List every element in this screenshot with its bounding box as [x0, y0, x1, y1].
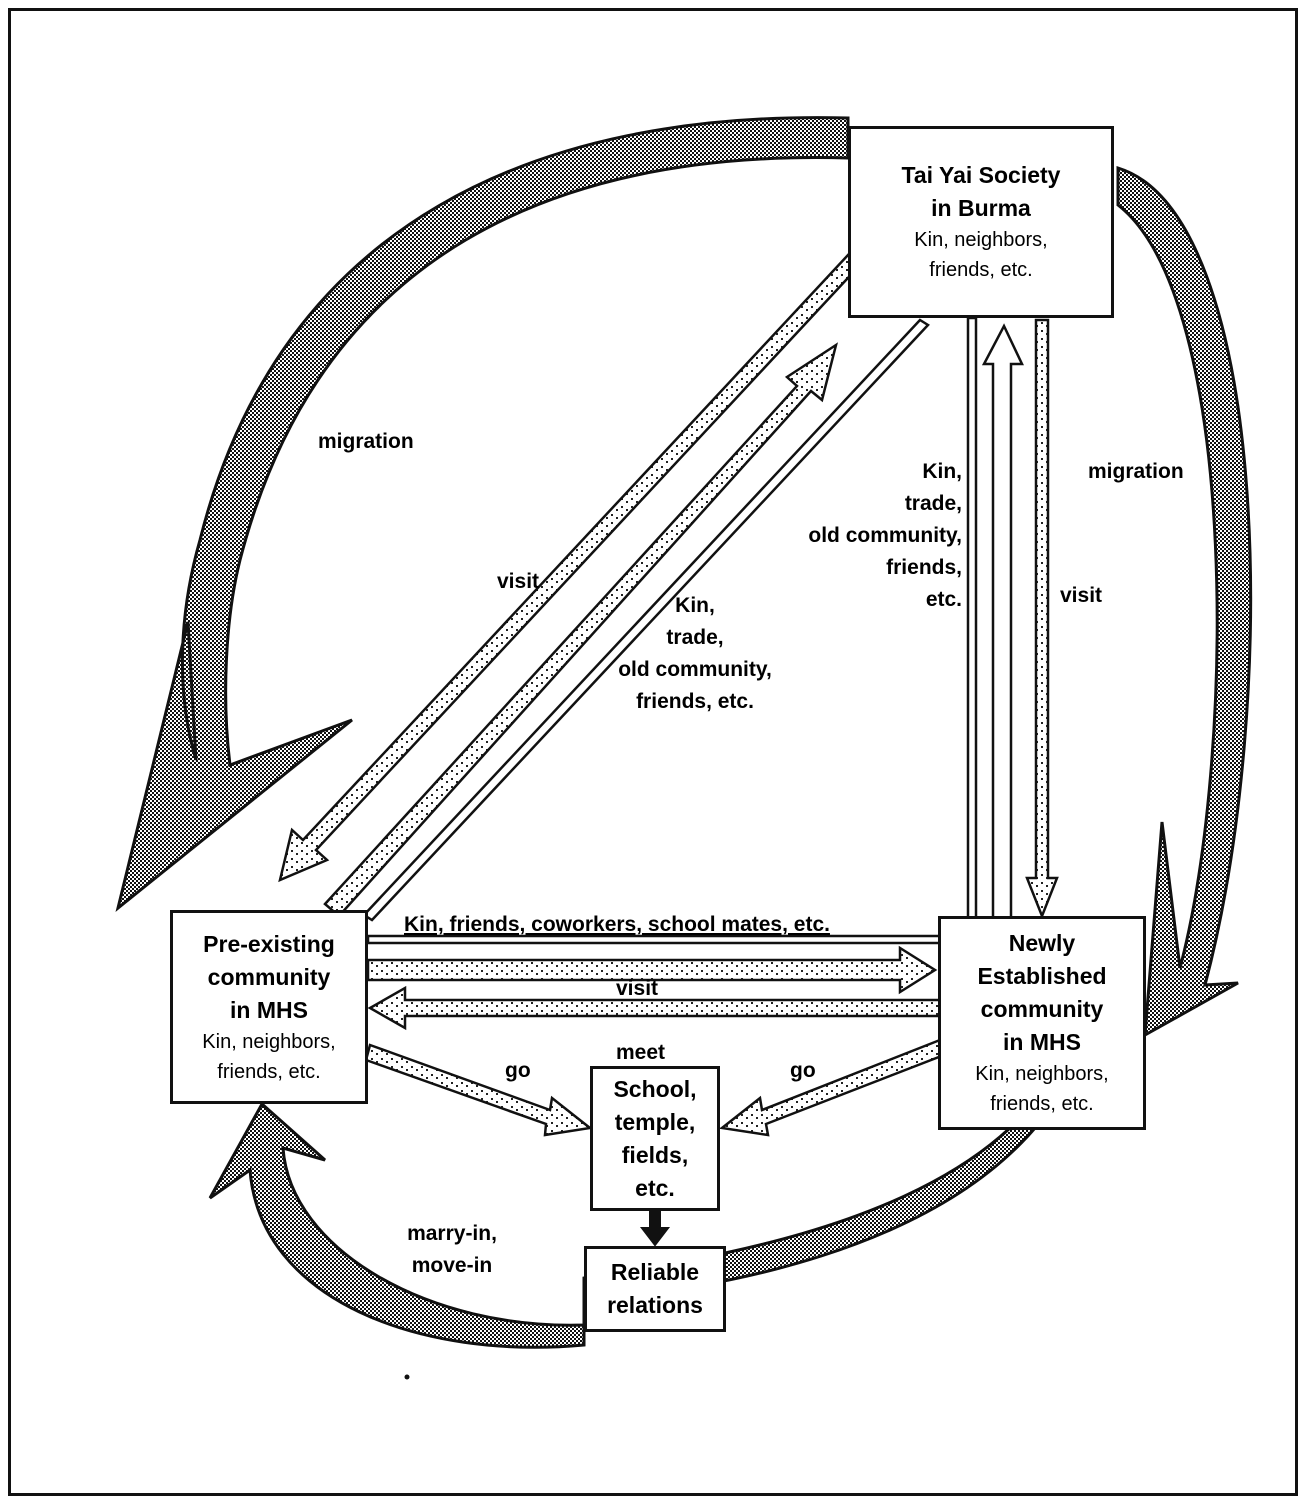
box-pre-existing-community: Pre-existing community in MHS Kin, neigh…	[170, 910, 368, 1104]
tai-yai-title-1: Tai Yai Society	[901, 162, 1061, 188]
tai-yai-title-2: in Burma	[931, 195, 1031, 221]
horizontal-arrow-visit	[367, 985, 942, 1031]
school-line-1: School,	[613, 1075, 697, 1102]
school-line-3: fields,	[621, 1141, 689, 1168]
stray-dot	[404, 1374, 410, 1380]
diagram-frame	[8, 8, 1298, 1496]
pre-sub-2: friends, etc.	[217, 1060, 321, 1083]
kin-vert-line-3: old community,	[808, 524, 962, 547]
new-title-2: Established	[977, 963, 1107, 989]
label-visit-horizontal: visit	[616, 977, 659, 1000]
label-kin-diagonal: Kin, trade, old community, friends, etc.	[600, 590, 790, 718]
label-visit-diagonal: visit	[497, 570, 540, 593]
kin-diag-line-4: friends, etc.	[636, 690, 754, 713]
diagonal-arrow-up	[323, 342, 839, 918]
pre-sub-1: Kin, neighbors,	[202, 1030, 336, 1053]
kin-diag-line-3: old community,	[618, 658, 772, 681]
vertical-arrow-visit	[1025, 318, 1059, 920]
label-kin-horizontal: Kin, friends, coworkers, school mates, e…	[404, 913, 830, 936]
reliable-line-1: Reliable	[610, 1259, 700, 1285]
box-school-temple: School, temple, fields, etc.	[590, 1066, 720, 1211]
diagonal-link-plain	[362, 318, 930, 922]
kin-diag-line-2: trade,	[666, 626, 724, 649]
new-title-3: community	[980, 996, 1104, 1022]
label-migration-left: migration	[318, 430, 414, 453]
migration-arrow-left	[115, 116, 850, 912]
school-line-4: etc.	[635, 1174, 675, 1201]
vertical-link-plain	[966, 316, 978, 920]
migration-arrow-right	[1116, 165, 1253, 1038]
label-marry-in: marry-in, move-in	[392, 1218, 512, 1282]
label-go-left: go	[505, 1059, 531, 1082]
new-sub-2: friends, etc.	[990, 1093, 1094, 1115]
reliable-line-2: relations	[607, 1292, 703, 1318]
go-arrow-left	[364, 1043, 594, 1137]
new-sub-1: Kin, neighbors,	[975, 1063, 1109, 1085]
pre-title-1: Pre-existing	[203, 930, 335, 957]
label-go-right: go	[790, 1059, 816, 1082]
marry-line-2: move-in	[411, 1254, 493, 1277]
tai-yai-sub-2: friends, etc.	[929, 259, 1033, 281]
school-line-2: temple,	[614, 1108, 696, 1135]
new-title-1: Newly	[1008, 930, 1076, 956]
label-meet: meet	[616, 1041, 666, 1064]
kin-vert-line-2: trade,	[904, 492, 962, 515]
label-migration-right: migration	[1088, 460, 1184, 483]
label-kin-vertical: Kin, trade, old community, friends, etc.	[770, 456, 962, 616]
pre-title-2: community	[207, 963, 331, 990]
horizontal-arrow-right	[366, 945, 938, 995]
tai-yai-sub-1: Kin, neighbors,	[914, 229, 1048, 251]
kin-vert-line-5: etc.	[925, 588, 962, 611]
school-to-relations-arrow	[639, 1209, 671, 1247]
kin-vert-line-1: Kin,	[922, 460, 962, 483]
box-reliable-relations: Reliable relations	[584, 1246, 726, 1332]
diagonal-arrow-visit	[278, 253, 862, 883]
kin-diag-line-1: Kin,	[675, 594, 715, 617]
label-visit-vertical: visit	[1060, 584, 1103, 607]
go-arrow-right	[718, 1038, 946, 1137]
box-tai-yai-society: Tai Yai Society in Burma Kin, neighbors,…	[848, 126, 1114, 318]
new-title-4: in MHS	[1003, 1029, 1081, 1055]
kin-vert-line-4: friends,	[886, 556, 962, 579]
marry-line-1: marry-in,	[407, 1222, 497, 1245]
pre-title-3: in MHS	[230, 996, 308, 1023]
vertical-arrow-up	[981, 323, 1024, 920]
box-newly-established-community: Newly Established community in MHS Kin, …	[938, 916, 1146, 1130]
